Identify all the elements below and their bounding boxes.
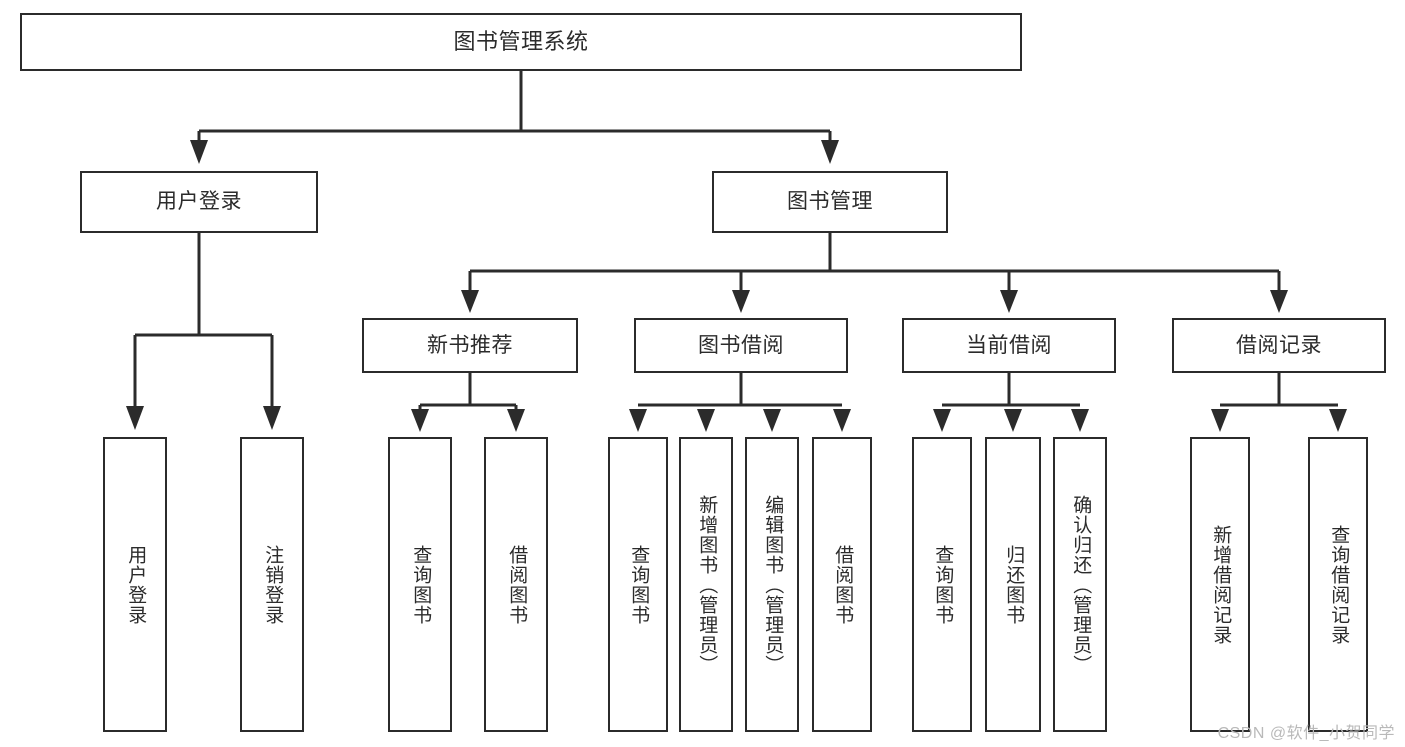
node-leaf-query-record[interactable]: 查询借阅记录 [1308,437,1368,732]
node-leaf-user-login-label: 用户登录 [125,544,147,625]
arrowheads-current-borrow [933,409,1089,432]
node-leaf-user-login[interactable]: 用户登录 [103,437,167,732]
node-leaf-edit-book[interactable]: 编辑图书（管理员） [745,437,799,732]
arrowheads-book-borrow [629,409,851,432]
node-current-borrow-label: 当前借阅 [966,333,1052,357]
node-book-manage[interactable]: 图书管理 [712,171,948,233]
node-user-login-label: 用户登录 [156,190,242,214]
node-leaf-logout-label: 注销登录 [262,544,284,625]
node-leaf-add-book[interactable]: 新增图书（管理员） [679,437,733,732]
node-leaf-query-record-label: 查询借阅记录 [1328,524,1350,645]
node-user-login[interactable]: 用户登录 [80,171,318,233]
arrowheads-level1 [190,140,839,164]
node-leaf-borrow-book-rec[interactable]: 借阅图书 [484,437,548,732]
node-leaf-query-book-cur-label: 查询图书 [932,544,954,625]
node-leaf-add-record[interactable]: 新增借阅记录 [1190,437,1250,732]
arrowheads-borrow-record [1211,409,1347,432]
node-book-borrow-label: 图书借阅 [698,333,784,357]
node-book-manage-label: 图书管理 [787,190,873,214]
node-root-label: 图书管理系统 [453,28,589,54]
node-leaf-logout[interactable]: 注销登录 [240,437,304,732]
node-leaf-query-book-borrow[interactable]: 查询图书 [608,437,668,732]
node-leaf-borrow-book-label: 借阅图书 [832,544,854,625]
node-leaf-add-record-label: 新增借阅记录 [1210,524,1232,645]
arrowheads-user-login [126,406,281,430]
node-new-book-recommend[interactable]: 新书推荐 [362,318,578,373]
node-leaf-confirm-return[interactable]: 确认归还（管理员） [1053,437,1107,732]
arrowheads-level2 [461,290,1288,313]
node-leaf-borrow-book-rec-label: 借阅图书 [506,544,528,625]
node-leaf-add-book-label: 新增图书（管理员） [696,494,718,675]
node-borrow-record[interactable]: 借阅记录 [1172,318,1386,373]
node-leaf-query-book-rec-label: 查询图书 [410,544,432,625]
node-leaf-query-book-cur[interactable]: 查询图书 [912,437,972,732]
node-leaf-query-book-rec[interactable]: 查询图书 [388,437,452,732]
node-leaf-confirm-return-label: 确认归还（管理员） [1070,494,1092,675]
node-borrow-record-label: 借阅记录 [1236,333,1322,357]
node-leaf-return-book[interactable]: 归还图书 [985,437,1041,732]
node-root[interactable]: 图书管理系统 [20,13,1022,71]
node-leaf-borrow-book[interactable]: 借阅图书 [812,437,872,732]
node-leaf-return-book-label: 归还图书 [1003,544,1025,625]
node-current-borrow[interactable]: 当前借阅 [902,318,1116,373]
node-leaf-query-book-borrow-label: 查询图书 [628,544,650,625]
node-new-book-recommend-label: 新书推荐 [427,333,513,357]
node-leaf-edit-book-label: 编辑图书（管理员） [762,494,784,675]
node-book-borrow[interactable]: 图书借阅 [634,318,848,373]
arrowheads-new-book-rec [411,409,525,432]
